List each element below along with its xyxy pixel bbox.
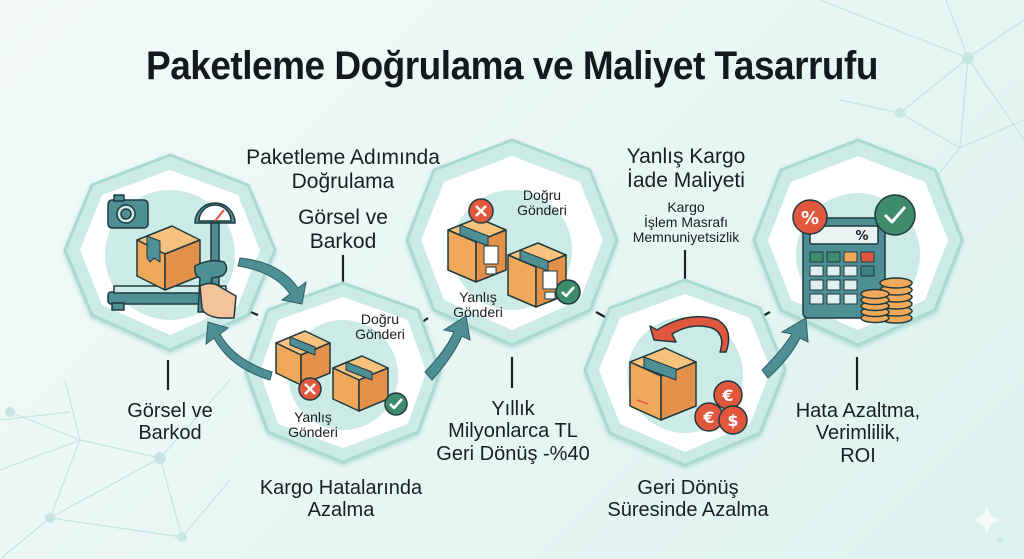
step-4-bottom-label: Geri Dönüş Süresinde Azalma: [607, 477, 769, 522]
sparkle-icon: [972, 505, 1002, 535]
step-2-subheading: Görsel ve Barkod: [298, 206, 388, 253]
svg-text:€: €: [721, 386, 733, 405]
svg-text:€: €: [702, 408, 714, 427]
step-4-subheading: Kargo İşlem Masrafı Memnuniyetsizlik: [632, 199, 740, 246]
step-2-correct-label: Doğru Gönderi: [355, 311, 405, 343]
page-title: Paketleme Doğrulama ve Maliyet Tasarrufu: [146, 43, 878, 88]
flow-arrow-icon: [761, 317, 809, 379]
svg-text:$: $: [727, 411, 738, 430]
calculator-coins-icon: % %: [792, 194, 916, 324]
svg-text:%: %: [855, 229, 868, 244]
step-3-correct-label: Doğru Gönderi: [517, 187, 567, 219]
flow-arrow-icon: [424, 315, 471, 381]
svg-text:%: %: [801, 208, 819, 229]
camera-scale-scanner-icon: [107, 194, 237, 319]
step-2-wrong-label: Yanlış Gönderi: [288, 409, 338, 441]
step-3-bottom-label: Yıllık Milyonlarca TL Geri Dönüş -%40: [436, 398, 590, 465]
right-wrong-boxes-icon: [275, 330, 408, 416]
step-2-bottom-label: Kargo Hatalarında Azalma: [259, 477, 423, 522]
labeled-boxes-icon: [447, 198, 581, 308]
step-4-heading: Yanlış Kargo İade Maliyeti: [626, 145, 746, 192]
return-box-money-icon: € € $: [629, 315, 748, 435]
step-5-bottom-label: Hata Azaltma, Verimlilik, ROI: [795, 400, 921, 467]
step-1-bottom-label: Görsel ve Barkod: [127, 400, 213, 445]
step-2-heading: Paketleme Adımında Doğrulama: [246, 146, 440, 193]
flow-arrow-icon: [205, 257, 307, 381]
step-3-wrong-label: Yanlış Gönderi: [453, 289, 503, 321]
